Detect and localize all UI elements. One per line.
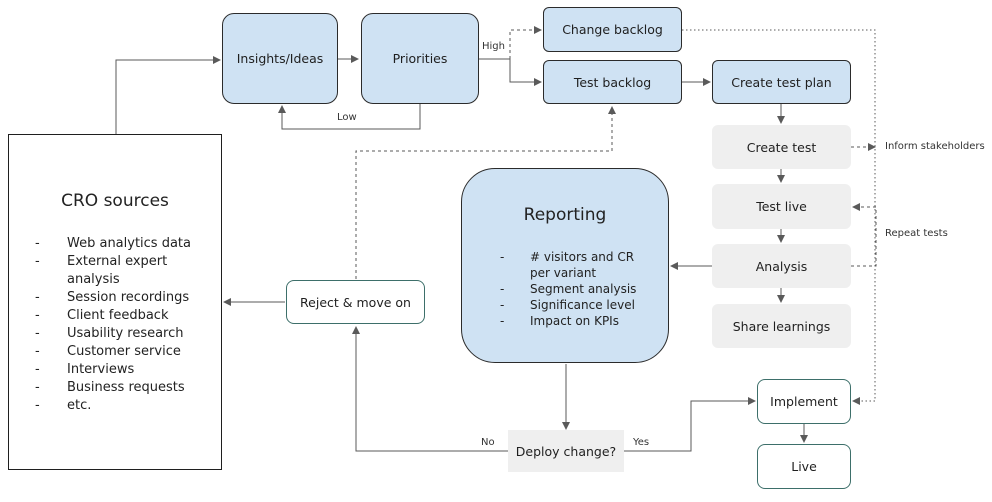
list-item: Business requests <box>35 379 191 397</box>
list-item: Interviews <box>35 361 191 379</box>
edge-label-repeat-tests: Repeat tests <box>885 228 948 239</box>
list-item: External expert analysis <box>35 253 177 289</box>
list-item: Significance level <box>500 297 652 313</box>
edge-label-no: No <box>481 437 495 448</box>
edge-high-test <box>479 58 542 86</box>
edge-high-change <box>509 26 542 59</box>
edge-label-high: High <box>482 41 505 52</box>
cro-sources-title: CRO sources <box>61 191 169 211</box>
create-test-plan-node[interactable]: Create test plan <box>712 60 851 104</box>
priorities-node[interactable]: Priorities <box>361 13 479 104</box>
list-item: Segment analysis <box>500 281 652 297</box>
list-item: Web analytics data <box>35 235 191 253</box>
list-item: etc. <box>35 397 191 415</box>
deploy-change-decision[interactable]: Deploy change? <box>508 430 624 472</box>
list-item: Usability research <box>35 325 191 343</box>
edge-deploy-no <box>352 326 508 452</box>
edge-change-implement <box>682 29 876 405</box>
list-item: Impact on KPIs <box>500 313 652 329</box>
implement-node[interactable]: Implement <box>757 379 851 424</box>
edge-label-inform-stakeholders: Inform stakeholders <box>885 141 985 152</box>
create-test-node[interactable]: Create test <box>712 125 851 169</box>
edge-repeat <box>851 203 877 267</box>
list-item: Session recordings <box>35 289 191 307</box>
reporting-title: Reporting <box>523 205 607 225</box>
list-item: Client feedback <box>35 307 191 325</box>
edge-priorities-low <box>278 104 421 130</box>
list-item: # visitors and CR per variant <box>500 249 652 281</box>
edge-label-yes: Yes <box>633 437 650 448</box>
cro-sources-list: Web analytics data External expert analy… <box>35 235 191 415</box>
list-item: Customer service <box>35 343 191 361</box>
share-learnings-node[interactable]: Share learnings <box>712 304 851 348</box>
analysis-node[interactable]: Analysis <box>712 244 851 288</box>
edge-cro-insights <box>115 56 221 134</box>
reporting-list: # visitors and CR per variant Segment an… <box>500 249 652 329</box>
change-backlog-node[interactable]: Change backlog <box>543 7 682 52</box>
insights-ideas-node[interactable]: Insights/Ideas <box>222 13 338 104</box>
test-backlog-node[interactable]: Test backlog <box>543 60 682 104</box>
live-node[interactable]: Live <box>757 444 851 489</box>
cro-sources-box: CRO sources Web analytics data External … <box>8 134 222 470</box>
edge-label-low: Low <box>337 112 357 123</box>
edge-deploy-yes <box>624 397 756 452</box>
reporting-box: Reporting # visitors and CR per variant … <box>461 168 669 363</box>
reject-move-on-node[interactable]: Reject & move on <box>286 280 425 324</box>
test-live-node[interactable]: Test live <box>712 184 851 229</box>
